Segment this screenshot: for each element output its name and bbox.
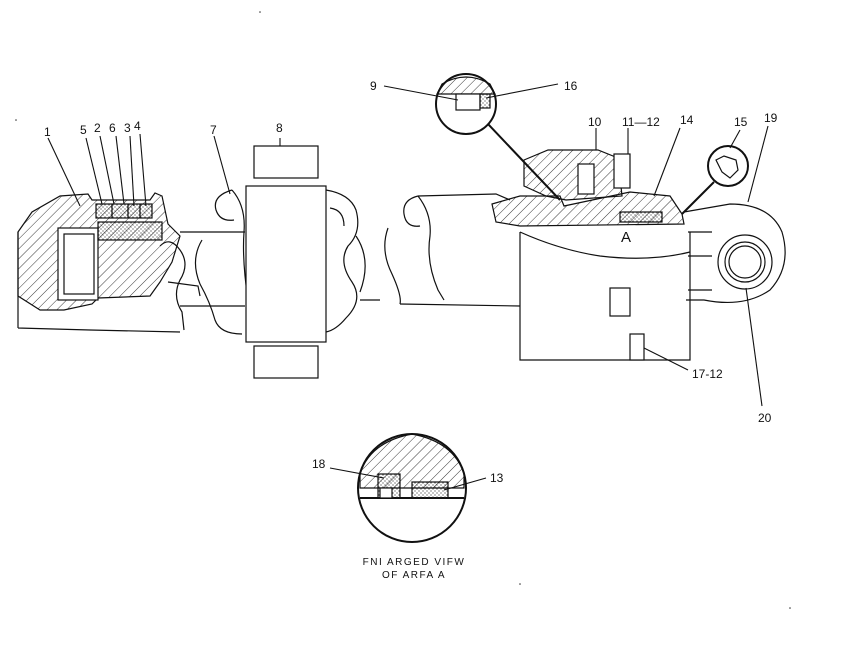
callout-6: 6	[109, 121, 116, 135]
detail-circle-seal	[681, 145, 749, 215]
enlarged-view-a	[357, 433, 467, 543]
seal-pack	[95, 203, 153, 219]
callout-13: 13	[490, 471, 504, 485]
tube-break-rod-end	[403, 195, 445, 301]
pin-bore-inner	[724, 241, 766, 283]
callout-16: 16	[564, 79, 578, 93]
callout-20: 20	[758, 411, 772, 425]
callout-17-12: 17-12	[692, 367, 723, 381]
retainer-block	[523, 149, 623, 201]
cap-screw	[577, 163, 595, 195]
callout-9: 9	[370, 79, 377, 93]
wear-ring	[97, 221, 163, 241]
tube-break-right	[325, 189, 359, 333]
screw-head	[613, 153, 631, 189]
callout-8: 8	[276, 121, 283, 135]
head-end-section	[384, 149, 786, 361]
scan-specks	[15, 11, 791, 609]
detail-circle-top	[435, 73, 561, 201]
callout-3: 3	[124, 121, 131, 135]
caption-line-1: FNI ARGED VIFW	[363, 557, 466, 568]
piston-nut	[63, 233, 95, 295]
callout-11-12: 11—12	[622, 115, 660, 129]
clamp-block	[245, 185, 327, 343]
callout-15: 15	[734, 115, 748, 129]
rod-left-break	[159, 241, 186, 331]
leader-lines	[47, 83, 769, 491]
callout-labels: 1 5 2 6 3 4 7 8 9 16 10 11—12 14 15 19 1…	[44, 79, 778, 485]
enlarged-view-caption: FNI ARGED VIFW OF ARFA A	[363, 557, 466, 581]
callout-4: 4	[134, 119, 141, 133]
pin-bore-outer	[717, 234, 773, 290]
bolt-17	[609, 287, 631, 317]
rod-eye-web	[688, 231, 712, 291]
callout-19: 19	[764, 111, 778, 125]
rod-middle	[180, 231, 245, 307]
piston-end-section	[17, 192, 201, 333]
tube-middle-section	[180, 145, 380, 379]
barrel-outline	[399, 193, 691, 361]
rod-eye	[683, 203, 786, 304]
bolt-17-lower	[629, 333, 645, 361]
callout-18: 18	[312, 457, 326, 471]
callout-5: 5	[80, 123, 87, 137]
caption-line-2: OF ARFA A	[382, 570, 446, 581]
callout-7: 7	[210, 123, 217, 137]
callout-2: 2	[94, 121, 101, 135]
callout-1: 1	[44, 125, 51, 139]
clamp-top-cap	[253, 145, 319, 179]
callout-10: 10	[588, 115, 602, 129]
area-marker-a: A	[621, 229, 631, 246]
tube-wall-left	[17, 232, 181, 333]
rod-seal	[619, 211, 663, 223]
clamp-bottom-cap	[253, 345, 319, 379]
callout-14: 14	[680, 113, 694, 127]
